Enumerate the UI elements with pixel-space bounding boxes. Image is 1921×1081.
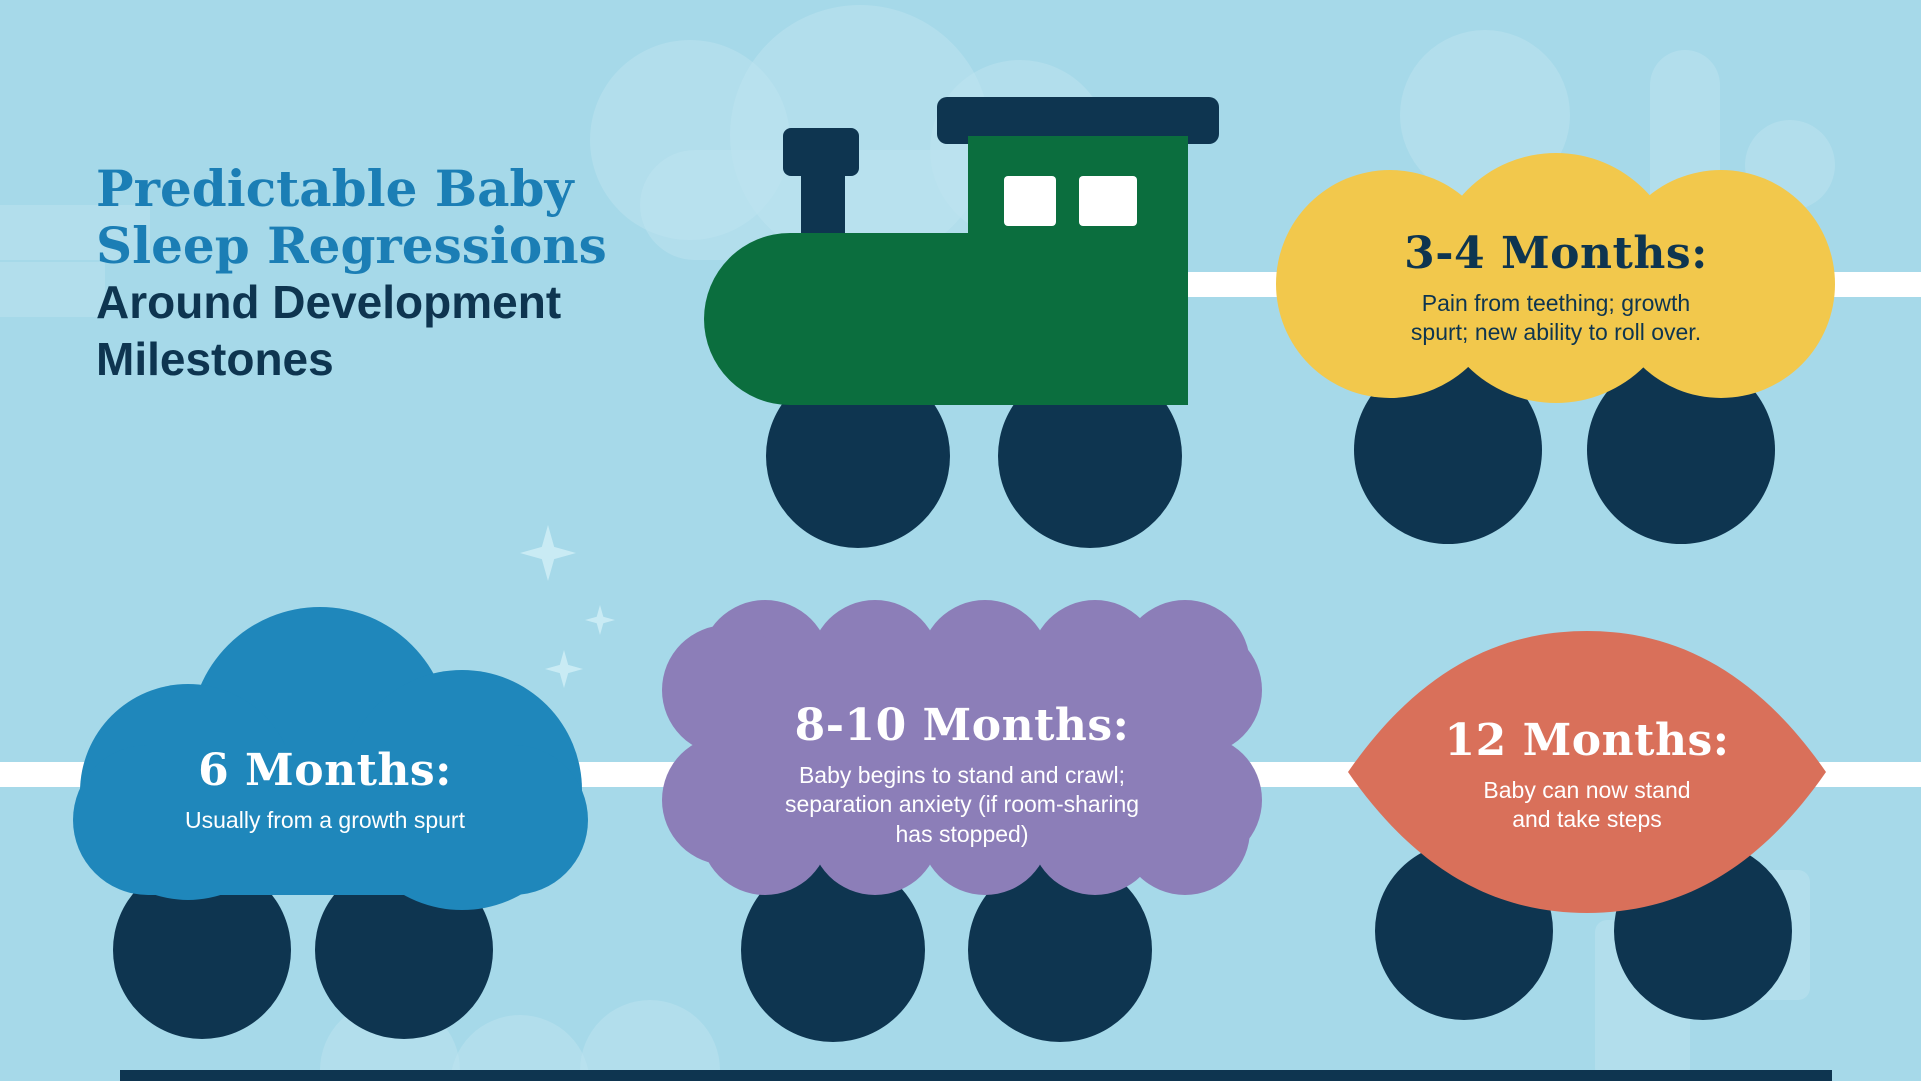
milestone-heading: 12 Months: [1444,715,1730,766]
milestone-description-line: separation anxiety (if room-sharing [784,791,1140,818]
locomotive-window [1004,176,1056,226]
title-line-blue: Predictable Baby [96,159,574,218]
ground-line [120,1070,1832,1081]
car-body-base [73,745,588,895]
decorative-step [0,205,150,260]
milestone-description-line: Baby begins to stand and crawl; [798,762,1126,788]
decorative-step [0,262,105,317]
locomotive-window [1079,176,1137,226]
milestone-heading: 8-10 Months: [794,700,1130,751]
title-line-blue: Sleep Regressions [96,216,607,275]
car-body-lens [1348,631,1826,913]
sparkle-icon [585,605,615,635]
title-line-dark: Around Development [96,276,562,328]
car-body-base [705,645,1220,850]
car-body-bump [1431,153,1681,403]
milestone-description-line: Baby can now stand [1483,777,1691,803]
sparkle-icon [545,650,583,688]
title-line-dark: Milestones [96,333,334,385]
milestone-heading: 3-4 Months: [1404,228,1708,279]
page-title: Predictable Baby Sleep Regressions Aroun… [96,160,607,388]
milestone-description-line: has stopped) [895,820,1029,847]
decorative-scallop [580,1000,720,1081]
locomotive-chimney-cap [783,128,859,176]
milestone-description-line: and take steps [1512,806,1662,833]
locomotive-boiler [704,233,1188,405]
milestone-description-line: spurt; new ability to roll over. [1410,319,1702,346]
sparkle-icon [520,525,576,581]
milestone-description-line: Usually from a growth spurt [185,807,465,833]
milestone-heading: 6 Months: [198,745,452,796]
milestone-description-line: Pain from teething; growth [1421,290,1691,316]
